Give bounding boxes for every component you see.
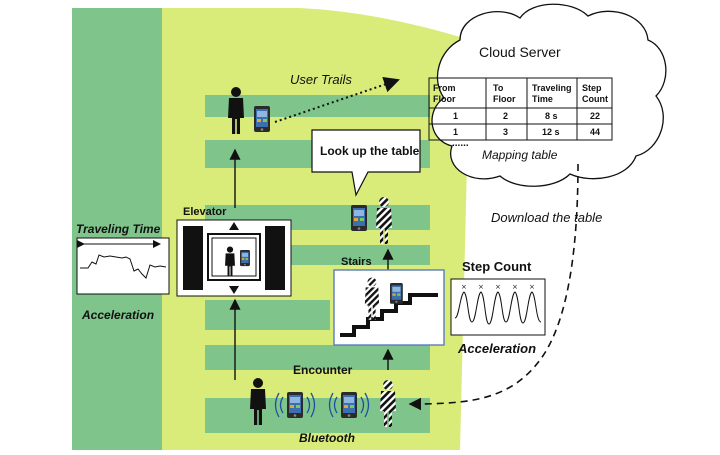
stairs-label: Stairs — [341, 256, 372, 268]
bluetooth-waves-icon — [274, 392, 370, 418]
svg-text:×: × — [512, 283, 518, 291]
table-ellipsis: ...... — [452, 138, 469, 149]
step-count-chart: × × × × × — [450, 278, 546, 336]
encounter-group — [250, 378, 396, 427]
table-cell: 44 — [590, 127, 601, 137]
acceleration-left-label: Acceleration — [82, 308, 155, 322]
step-count-label: Step Count — [462, 259, 532, 274]
encounter-label: Encounter — [293, 363, 353, 377]
lookup-table-label: Look up the table — [320, 144, 420, 158]
table-cell: 22 — [590, 111, 601, 121]
floor-band-2 — [205, 300, 330, 330]
building — [72, 8, 470, 450]
svg-text:×: × — [478, 283, 484, 291]
download-arrow — [408, 163, 579, 411]
elevator-label: Elevator — [183, 206, 227, 218]
user-trails-arrow — [274, 76, 400, 123]
table-cell: 3 — [503, 127, 509, 137]
download-table-label: Download the table — [491, 210, 603, 225]
up-arrow-icon — [229, 222, 239, 230]
traveling-time-label: Traveling Time — [76, 222, 161, 236]
mapping-table-label: Mapping table — [482, 148, 558, 162]
cloud-server-label: Cloud Server — [479, 44, 561, 60]
cloud-shape — [431, 3, 667, 187]
stairs-box — [333, 269, 445, 346]
elevator-box — [176, 219, 292, 297]
svg-text:×: × — [495, 283, 501, 291]
acceleration-right-label: Acceleration — [458, 341, 537, 356]
table-cell: 12 s — [542, 127, 560, 137]
table-cell: 1 — [453, 111, 459, 121]
user-trails-label: User Trails — [290, 72, 352, 87]
table-cell: 1 — [453, 127, 459, 137]
svg-text:×: × — [529, 283, 535, 291]
flow-arrows — [229, 148, 394, 380]
svg-text:×: × — [461, 283, 467, 291]
speech-bubble — [311, 129, 421, 197]
mapping-table — [428, 77, 613, 141]
building-side-wall — [72, 8, 162, 450]
traveling-time-chart — [76, 237, 170, 295]
table-cell: 8 s — [545, 111, 558, 121]
table-cell: 2 — [503, 111, 509, 121]
bluetooth-label: Bluetooth — [299, 431, 355, 445]
floor-band-1 — [205, 398, 430, 433]
down-arrow-icon — [229, 286, 239, 294]
